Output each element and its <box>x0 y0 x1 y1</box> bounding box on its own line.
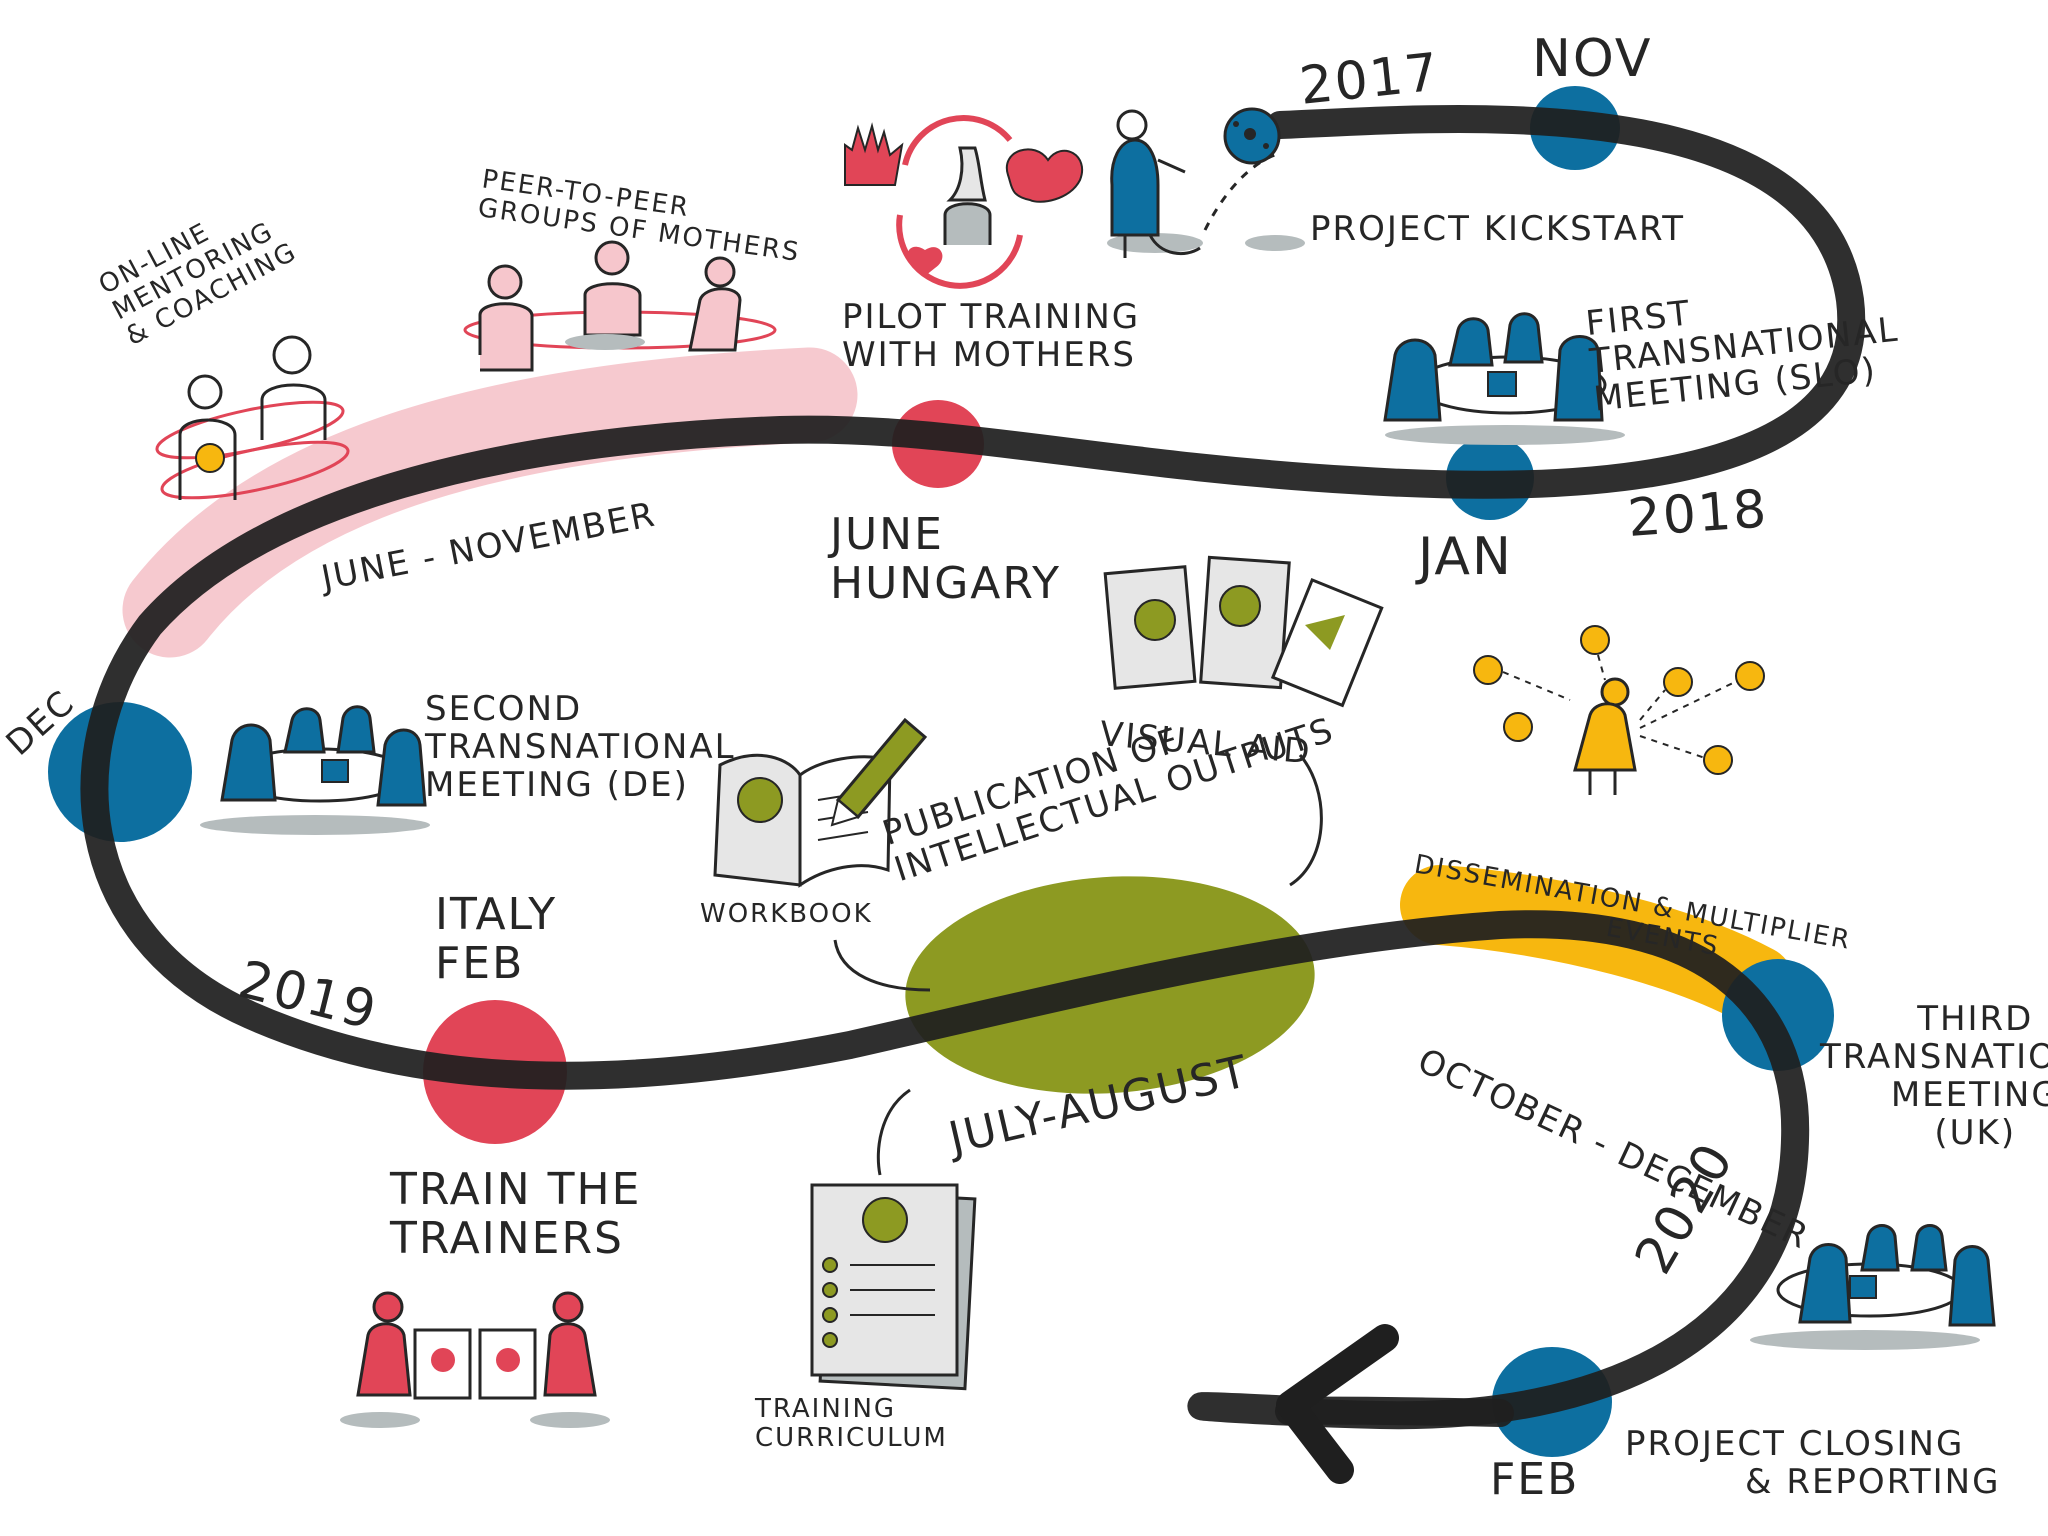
third-meeting-line2: TRANSNATIONAL <box>1820 1037 2048 1078</box>
workbook-label: WORKBOOK <box>700 899 873 929</box>
third-meeting-label: THIRD TRANSNATIONAL MEETING (UK) <box>1820 1000 2048 1152</box>
train-line2: TRAINERS <box>390 1213 624 1265</box>
italy-line: ITALY <box>435 889 558 940</box>
pilot-line1: PILOT TRAINING <box>842 297 1141 337</box>
visual-aid-connector <box>1289 754 1323 887</box>
meeting-table-icon <box>1383 312 1625 445</box>
italy-feb-label: ITALY FEB <box>435 890 557 989</box>
june-line: JUNE <box>830 509 944 560</box>
second-meeting-line3: MEETING (DE) <box>425 765 689 806</box>
curriculum-line2: CURRICULUM <box>755 1423 948 1454</box>
timeline-arrow-head <box>1276 1324 1399 1484</box>
trainers-icon <box>340 1291 610 1428</box>
heart-icon <box>907 148 1083 276</box>
training-curriculum-label: TRAINING CURRICULUM <box>755 1394 948 1454</box>
ball-icon <box>1223 107 1305 251</box>
third-meeting-line3: MEETING <box>1890 1075 2048 1116</box>
hand-icon <box>844 122 904 186</box>
train-trainers-label: TRAIN THE TRAINERS <box>390 1165 641 1264</box>
year-2018-label: 2018 <box>1625 479 1771 549</box>
meeting-table-icon <box>1750 1224 1996 1350</box>
dissemination-icon <box>1473 625 1765 795</box>
second-meeting-line2: TRANSNATIONAL <box>425 727 736 768</box>
meeting-table-icon <box>200 705 430 835</box>
closing-line2: & REPORTING <box>1745 1462 2001 1503</box>
pilot-line2: WITH MOTHERS <box>842 335 1136 376</box>
mother-icon <box>896 115 1023 289</box>
second-meeting-line1: SECOND <box>425 689 583 729</box>
second-meeting-label: SECOND TRANSNATIONAL MEETING (DE) <box>425 690 736 804</box>
train-line1: TRAIN THE <box>390 1164 642 1215</box>
hungary-line: HUNGARY <box>830 558 1062 610</box>
month-feb-label: FEB <box>1490 1454 1580 1505</box>
peer-group-icon <box>463 240 777 372</box>
training-curriculum-icon <box>810 1183 977 1391</box>
closing-line1: PROJECT CLOSING <box>1625 1424 1965 1464</box>
visual-aid-icon <box>1103 555 1384 708</box>
feb-line: FEB <box>435 938 525 990</box>
third-meeting-line4: (UK) <box>1934 1113 2017 1154</box>
curriculum-connector <box>876 1088 911 1176</box>
mentoring-icon <box>155 335 350 500</box>
kickstart-label: PROJECT KICKSTART <box>1310 209 1685 249</box>
workbook-connector <box>833 939 931 992</box>
curriculum-line1: TRAINING <box>755 1394 897 1424</box>
pilot-training-label: PILOT TRAINING WITH MOTHERS <box>842 298 1140 374</box>
june-hungary-label: JUNE HUNGARY <box>830 510 1061 609</box>
pencil-icon <box>830 717 928 827</box>
kickstart-person-icon <box>1107 109 1276 258</box>
month-nov-label: NOV <box>1532 29 1653 89</box>
timeline-arrow-tail <box>1275 1396 1514 1427</box>
third-meeting-line1: THIRD <box>1917 999 2034 1039</box>
month-jan-label: JAN <box>1418 527 1513 587</box>
closing-label: PROJECT CLOSING & REPORTING <box>1625 1425 2000 1501</box>
timeline-path <box>80 105 1866 1430</box>
